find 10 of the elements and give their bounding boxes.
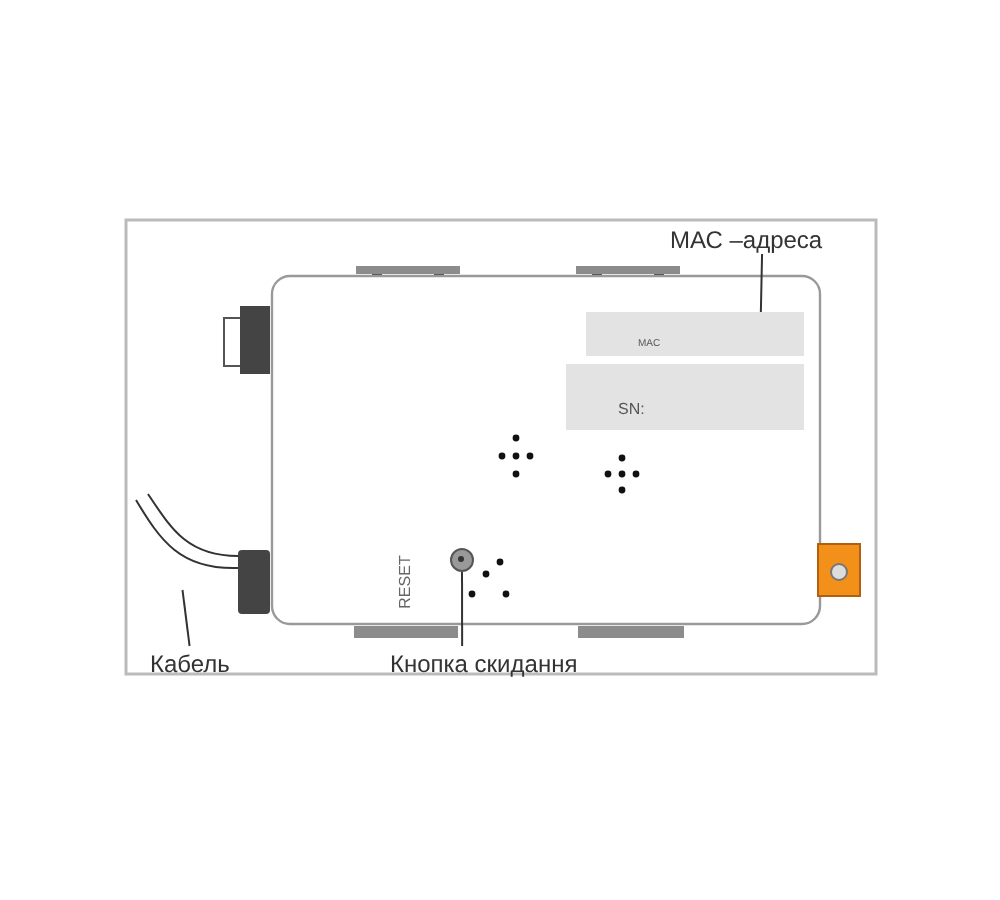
reset-label: RESET xyxy=(396,553,416,612)
reset-button-label: Кнопка скидання xyxy=(390,650,578,678)
cable-label: Кабель xyxy=(150,650,230,678)
serial-number-strip xyxy=(566,364,804,430)
serial-number-caption: SN: xyxy=(618,400,645,420)
mac-address-label: МАС –адреса xyxy=(670,226,823,254)
leader-line xyxy=(759,253,764,313)
mac-label-strip xyxy=(586,312,804,356)
leader-line xyxy=(461,571,464,647)
leader-line xyxy=(181,589,191,647)
